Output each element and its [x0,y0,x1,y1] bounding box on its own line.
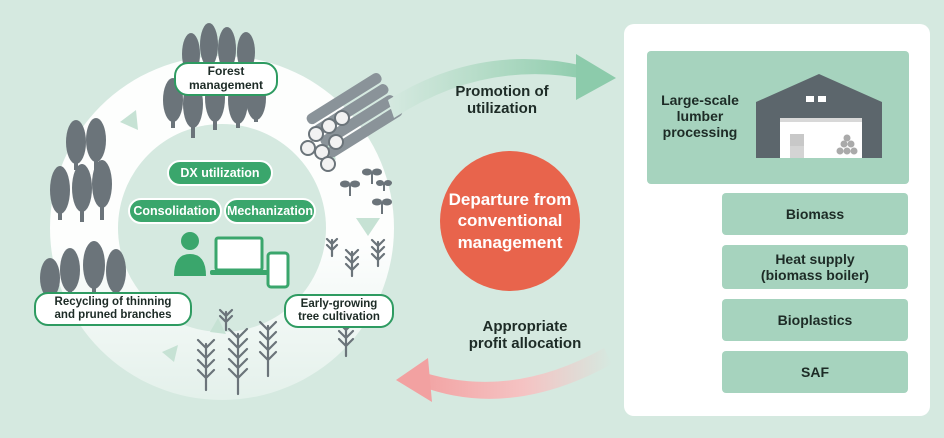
early-growing-label: Early-growing tree cultivation [284,294,394,328]
seedlings [340,168,392,214]
forest-management-label: Forest management [174,62,278,96]
output-biomass: Biomass [722,193,908,235]
lumber-processing-title: Large-scale lumber processing [661,92,739,141]
promotion-label: Promotion of utilization [455,83,549,118]
laptop-icon [210,236,268,275]
log-pile [300,73,403,172]
ring-arrow-lower-left [162,345,178,362]
output-saf: SAF [722,351,908,393]
departure-circle: Departure from conventional management [440,151,580,291]
output-bioplastics: Bioplastics [722,299,908,341]
departure-label: Departure from conventional management [448,190,572,252]
dx-utilization-pill: DX utilization [167,160,273,186]
smartphone-icon [266,251,290,289]
forest-lower-left-trees [40,241,126,304]
allocation-label: Appropriate profit allocation [468,318,582,353]
recycling-label: Recycling of thinning and pruned branche… [34,292,192,326]
person-icon [174,232,206,276]
forest-left-trees [50,118,112,222]
consolidation-pill: Consolidation [128,198,222,224]
promotion-arrow [388,54,616,118]
allocation-arrow [396,348,612,402]
ring-arrow-lower-right [356,218,380,236]
ring-arrow-bottom [210,318,226,334]
output-heat-supply: Heat supply (biomass boiler) [722,245,908,289]
ring-arrow-left [120,110,138,130]
mechanization-pill: Mechanization [224,198,316,224]
factory-icon [756,74,882,158]
